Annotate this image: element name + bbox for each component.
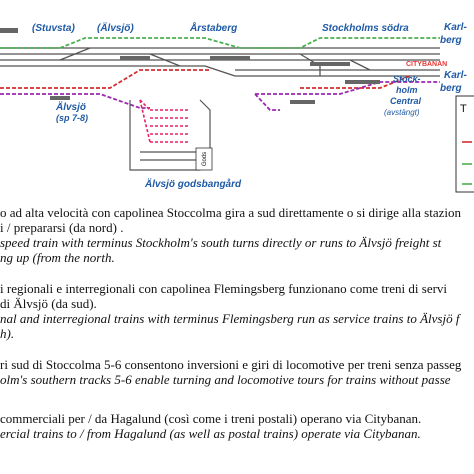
track-diagram: (Stuvsta) (Älvsjö) Årstaberg Stockholms … bbox=[0, 21, 474, 193]
text-line-5: i regionali e interregionali con capolin… bbox=[0, 281, 448, 296]
station-labels: (Stuvsta) (Älvsjö) Årstaberg Stockholms … bbox=[32, 21, 409, 190]
label-stockholms-sodra: Stockholms södra bbox=[322, 23, 409, 34]
label-central-3: Central bbox=[390, 96, 422, 106]
label-arstaberg: Årstaberg bbox=[189, 21, 237, 34]
label-citybanan: CITYBANAN bbox=[406, 61, 447, 68]
text-line-7: nal and interregional trains with termin… bbox=[0, 311, 460, 326]
label-stuvsta: (Stuvsta) bbox=[32, 23, 75, 34]
text-line-1: o ad alta velocità con capolinea Stoccol… bbox=[0, 205, 461, 220]
label-karlberg-bot-2: berg bbox=[440, 83, 462, 94]
caption-text: o ad alta velocità con capolinea Stoccol… bbox=[0, 197, 474, 474]
green-route bbox=[0, 37, 440, 49]
gods-box: Gods bbox=[195, 147, 213, 171]
label-central-4: (avstängt) bbox=[384, 108, 420, 117]
right-labels: Karl- berg Karl- berg Stock- holm Centra… bbox=[384, 22, 467, 117]
text-line-8: h). bbox=[0, 326, 15, 341]
main-tracks bbox=[0, 47, 440, 77]
label-alvsjo-gods: Älvsjö godsbangård bbox=[144, 177, 242, 190]
red-route bbox=[0, 69, 411, 89]
label-karlberg-top-2: berg bbox=[440, 35, 462, 46]
label-karlberg-bot-1: Karl- bbox=[444, 70, 467, 81]
label-central-1: Stock- bbox=[393, 74, 421, 84]
freight-yard bbox=[139, 99, 190, 143]
legend-glyph: T bbox=[460, 103, 467, 115]
label-central-2: holm bbox=[396, 85, 418, 95]
text-line-9: ri sud di Stoccolma 5-6 consentono inver… bbox=[0, 357, 462, 372]
label-karlberg-top-1: Karl- bbox=[444, 22, 467, 33]
label-alvsjo-1: Älvsjö bbox=[55, 100, 86, 113]
legend-box: T bbox=[455, 95, 474, 193]
text-line-11: commerciali per / da Hagalund (così come… bbox=[0, 411, 422, 426]
text-line-2: i / prepararsi (da nord) . bbox=[0, 220, 124, 235]
label-gods: Gods bbox=[202, 152, 208, 166]
text-line-10: olm's southern tracks 5-6 enable turning… bbox=[0, 372, 451, 387]
platforms bbox=[0, 28, 380, 104]
text-line-3: speed train with terminus Stockholm's so… bbox=[0, 235, 442, 250]
label-alvsjo-2: (sp 7-8) bbox=[56, 113, 88, 123]
purple-route bbox=[0, 81, 440, 111]
text-line-12: ercial trains to / from Hagalund (as wel… bbox=[0, 426, 421, 441]
text-line-4: ng up (from the north. bbox=[0, 250, 115, 265]
text-line-6: di Älvsjö (da sud). bbox=[0, 296, 97, 311]
label-alvsjo-top: (Älvsjö) bbox=[97, 21, 134, 34]
